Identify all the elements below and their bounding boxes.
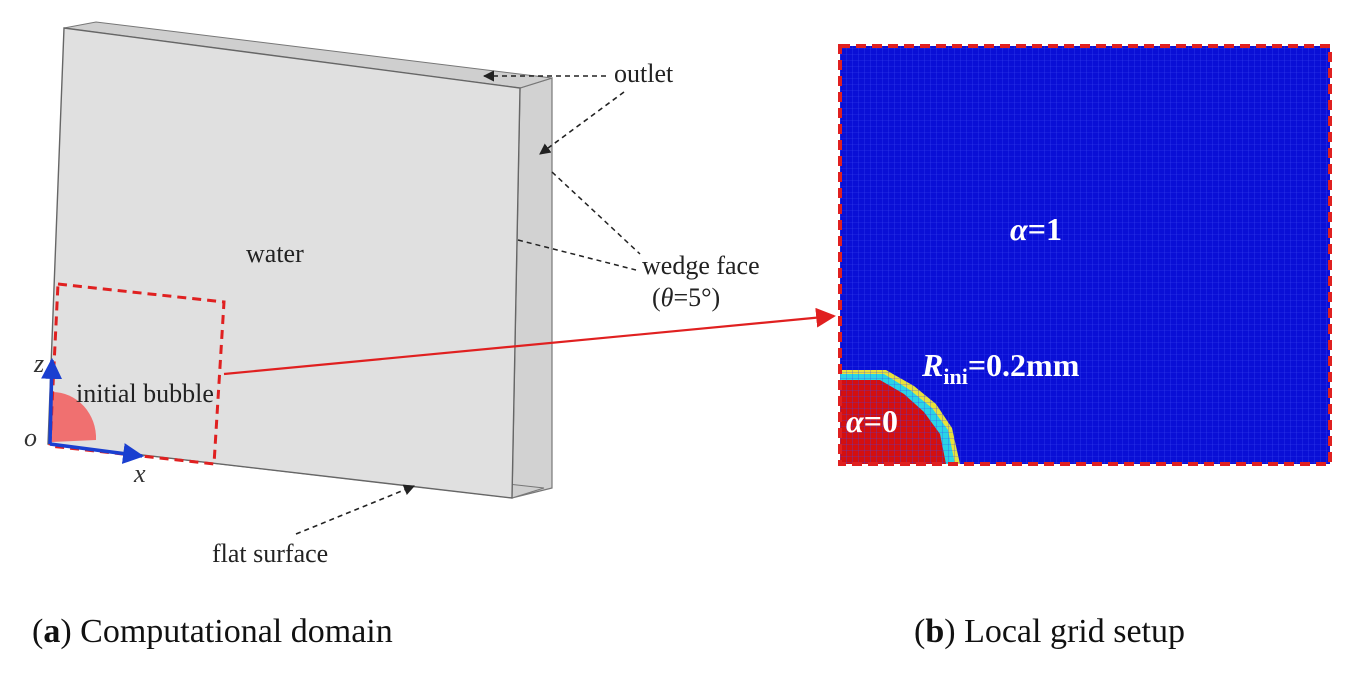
- caption-a-text: ) Computational domain: [60, 613, 392, 650]
- caption-a: (a) Computational domain: [32, 613, 393, 650]
- x-axis-arrow: [49, 442, 145, 464]
- caption-b-letter: b: [925, 613, 944, 650]
- water-label: water: [246, 239, 304, 268]
- wedge-angle-open: (: [652, 283, 661, 312]
- alpha-water-value: =1: [1028, 211, 1062, 247]
- alpha-bubble-label: α=0: [846, 403, 898, 439]
- alpha-bubble-value: =0: [864, 403, 898, 439]
- initial-bubble-label: initial bubble: [76, 379, 214, 408]
- flat-surface-arrow: [295, 484, 416, 535]
- initial-bubble-shape: [52, 392, 97, 442]
- radius-value: =0.2mm: [968, 347, 1080, 383]
- radius-label: Rini=0.2mm: [921, 347, 1080, 389]
- wedge-face-label: wedge face: [642, 251, 760, 280]
- wedge-angle-label: (θ=5°): [652, 283, 720, 312]
- alpha-water-label: α=1: [1010, 211, 1062, 247]
- outlet-label: outlet: [614, 59, 674, 88]
- local-grid-panel: α=1 Rini=0.2mm α=0 (b) Local grid setup: [838, 44, 1332, 650]
- alpha-bubble-symbol: α: [846, 403, 865, 439]
- wedge-leader-lower: [517, 239, 637, 271]
- caption-a-open: (: [32, 613, 43, 650]
- flat-surface-label: flat surface: [212, 539, 328, 568]
- alpha-water-symbol: α: [1010, 211, 1029, 247]
- radius-symbol: R: [921, 347, 943, 383]
- caption-b-text: ) Local grid setup: [944, 613, 1185, 650]
- caption-a-letter: a: [43, 613, 60, 650]
- domain-front-face: [47, 27, 521, 499]
- radius-subscript: ini: [943, 364, 967, 389]
- caption-b: (b) Local grid setup: [914, 613, 1185, 650]
- computational-domain-panel: z x o water initial bubble outlet wedge …: [24, 21, 760, 650]
- wedge-angle-symbol: θ: [661, 283, 674, 312]
- local-grid-border: [838, 44, 1332, 466]
- caption-b-open: (: [914, 613, 925, 650]
- mesh-grid-overlay: [840, 46, 1330, 464]
- origin-label: o: [24, 423, 37, 452]
- axis-z-label: z: [33, 349, 44, 378]
- zoom-connector-arrow: [223, 307, 836, 376]
- z-axis-arrow: [41, 357, 63, 445]
- wedge-angle-value: =5°): [673, 283, 720, 312]
- axis-x-label: x: [133, 459, 146, 488]
- wedge-leader-upper: [551, 171, 641, 255]
